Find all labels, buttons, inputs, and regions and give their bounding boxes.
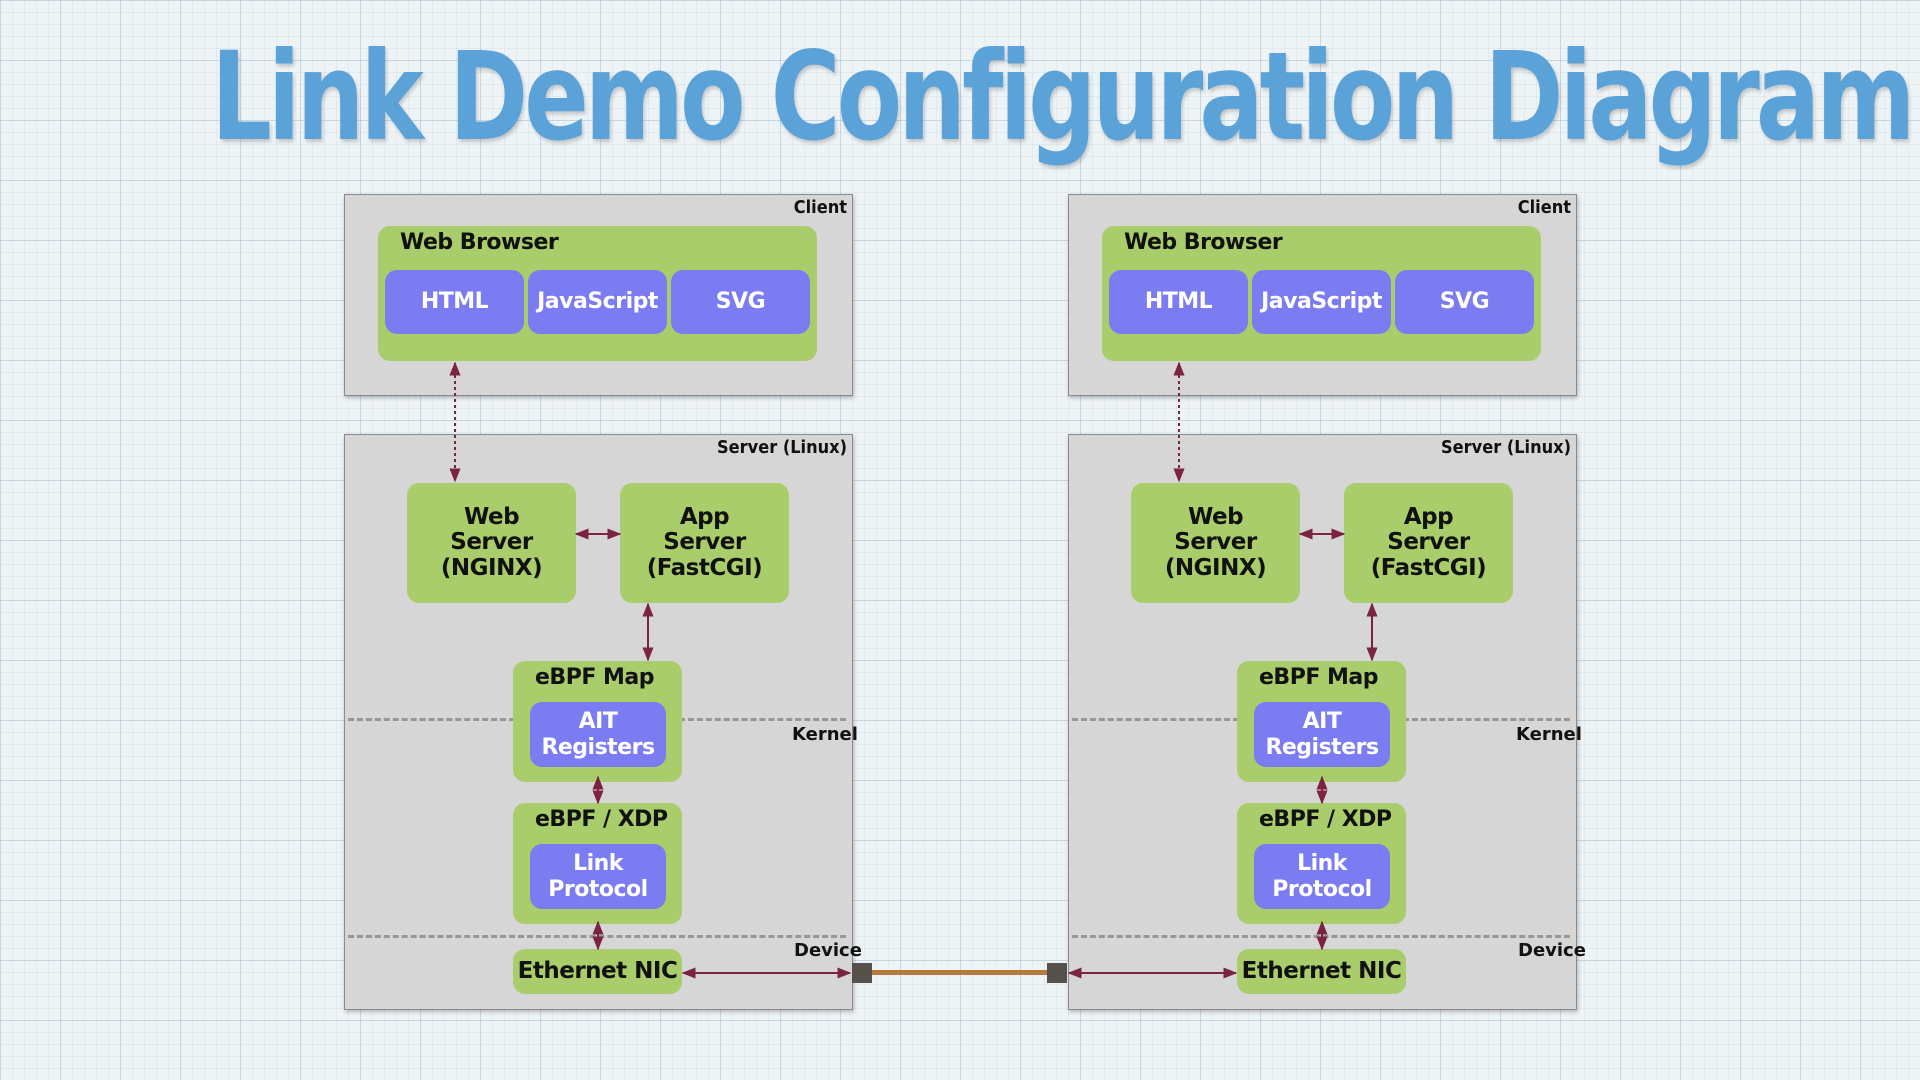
left-port-connector [852,963,872,983]
link-protocol-box: Link Protocol [1254,844,1390,909]
app-server-box: App Server (FastCGI) [620,483,789,603]
web-browser-box: Web Browser HTML JavaScript SVG [1102,226,1541,361]
ebpf-map-box: eBPF Map AIT Registers [513,661,682,782]
kernel-label: Kernel [792,724,858,745]
web-browser-box: Web Browser HTML JavaScript SVG [378,226,817,361]
kernel-label: Kernel [1516,724,1582,745]
html-box: HTML [1109,270,1248,334]
ait-registers-box: AIT Registers [1254,702,1390,767]
right-client-panel: Client Web Browser HTML JavaScript SVG [1068,194,1577,396]
device-label: Device [794,940,862,961]
web-server-box: Web Server (NGINX) [407,483,576,603]
link-protocol-box: Link Protocol [530,844,666,909]
client-label: Client [1517,197,1571,218]
html-box: HTML [385,270,524,334]
ebpf-xdp-label: eBPF / XDP [535,807,668,832]
ebpf-map-label: eBPF Map [1259,665,1379,690]
ebpf-xdp-box: eBPF / XDP Link Protocol [1237,803,1406,924]
server-label: Server (Linux) [717,437,847,458]
device-label: Device [1518,940,1586,961]
ethernet-nic-box: Ethernet NIC [1237,949,1406,994]
page-title: Link Demo Configuration Diagram [211,26,1915,168]
ebpf-map-label: eBPF Map [535,665,655,690]
ait-registers-box: AIT Registers [530,702,666,767]
app-server-box: App Server (FastCGI) [1344,483,1513,603]
left-client-panel: Client Web Browser HTML JavaScript SVG [344,194,853,396]
svg-box: SVG [671,270,810,334]
svg-box: SVG [1395,270,1534,334]
javascript-box: JavaScript [1252,270,1391,334]
javascript-box: JavaScript [528,270,667,334]
client-label: Client [793,197,847,218]
web-browser-label: Web Browser [400,230,559,255]
web-server-box: Web Server (NGINX) [1131,483,1300,603]
web-browser-label: Web Browser [1124,230,1283,255]
ebpf-xdp-label: eBPF / XDP [1259,807,1392,832]
server-label: Server (Linux) [1441,437,1571,458]
right-port-connector [1047,963,1067,983]
ethernet-nic-box: Ethernet NIC [513,949,682,994]
ethernet-cable [870,970,1058,975]
ebpf-map-box: eBPF Map AIT Registers [1237,661,1406,782]
ebpf-xdp-box: eBPF / XDP Link Protocol [513,803,682,924]
